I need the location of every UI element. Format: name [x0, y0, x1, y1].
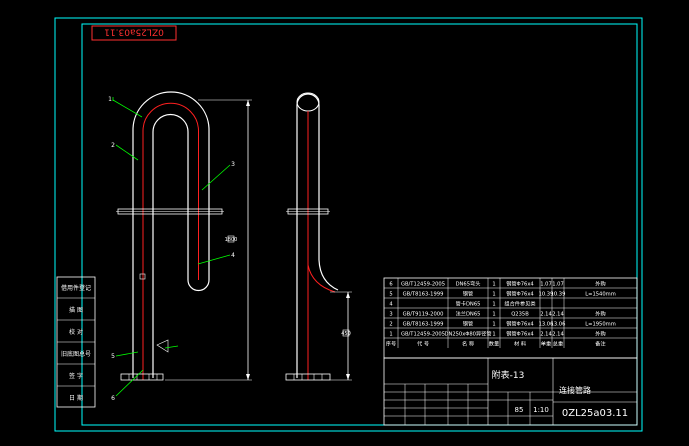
outer-frame [54, 17, 643, 432]
bom-cell: 1 [492, 301, 495, 307]
bom-cell: 1 [389, 331, 392, 337]
bom-header-cell: 序号 [386, 339, 396, 347]
bom-cell: 3 [389, 311, 392, 317]
bom-cell: GB/T12459-2005 [401, 331, 445, 337]
bom-cell: Q235B [511, 311, 529, 317]
bom-header-cell: 单重 [541, 339, 551, 347]
bom-cell: 钢管Φ76x4 [506, 289, 534, 297]
bom-cell: 1 [492, 281, 495, 287]
bom-cell: 2.14 [552, 331, 564, 337]
bom-cell: 外购 [595, 329, 605, 337]
side-label: 日 期 [69, 394, 83, 402]
side-stamp-column: 借用件登记 描 图 校 对 旧底图总号 签 字 日 期 [56, 276, 96, 408]
bom-header-cell: 名 称 [462, 339, 474, 347]
inner-frame [81, 23, 638, 426]
bom-cell: GB/T12459-2005 [401, 281, 445, 287]
side-label: 描 图 [69, 306, 83, 314]
bom-cell: 钢管Φ76x4 [506, 319, 534, 327]
bom-cell: 钢管Φ76x4 [506, 329, 534, 337]
front-view-dimension: 1800 [165, 99, 252, 381]
callout-label: 6 [111, 395, 115, 402]
side-label: 校 对 [69, 328, 83, 336]
side-view-pipe [285, 92, 339, 381]
bom-header-cell: 备注 [595, 339, 605, 347]
bom-cell: 4 [389, 301, 393, 307]
bom-cell: 10.39 [551, 291, 566, 297]
side-label: 借用件登记 [61, 284, 91, 292]
callout-label: 4 [231, 252, 235, 259]
callout-label: 3 [231, 161, 235, 168]
weight-value: 85 [515, 406, 524, 414]
title-block: 附表-13 连接管路 0ZL25a03.11 85 1:10 [383, 357, 638, 426]
drawing-name: 连接管路 [559, 385, 591, 395]
bom-cell: 1 [492, 291, 495, 297]
bom-cell: 钢管 [463, 319, 473, 327]
callout-label: 1 [108, 96, 112, 103]
bom-cell: 1 [492, 321, 495, 327]
bom-cell: DN65弯头 [456, 279, 481, 287]
title-number-text: 0ZL25a03.11 [104, 27, 164, 37]
bom-cell: 外购 [595, 309, 605, 317]
front-view-pipe [116, 91, 224, 381]
callout-label: 5 [111, 353, 115, 360]
callout-label: 2 [111, 142, 115, 149]
bom-cell: 钢管 [463, 289, 473, 297]
bom-cell: 1.07 [540, 281, 552, 287]
part-label: 附表-13 [492, 369, 525, 381]
bom-cell: 1 [492, 331, 495, 337]
bom-cell: 管卡DN65 [456, 299, 481, 307]
bom-cell: 组合件参见类 [504, 299, 535, 307]
title-number-box: 0ZL25a03.11 [91, 25, 177, 41]
bom-cell: 2.14 [540, 311, 552, 317]
side-view-dimension: 450 [330, 291, 352, 381]
drawing-number: 0ZL25a03.11 [562, 408, 628, 419]
bom-cell: 5 [389, 291, 392, 297]
front-view-callouts: 1 2 3 4 5 6 [108, 96, 235, 402]
scale-value: 1:10 [533, 406, 549, 414]
dimension-side-height: 450 [341, 331, 351, 337]
bom-cell: 外购 [595, 279, 605, 287]
bom-cell: 1 [492, 311, 495, 317]
bom-cell: L=1540mm [585, 291, 616, 297]
side-label: 旧底图总号 [61, 350, 91, 358]
bom-cell: GB/T9119-2000 [403, 311, 444, 317]
bom-cell: GB/T8163-1999 [403, 321, 444, 327]
dimension-main-height: 1800 [225, 237, 238, 243]
bom-cell: L=1950mm [585, 321, 616, 327]
bom-cell: 1.07 [552, 281, 564, 287]
bom-header-cell: 总重 [553, 339, 563, 347]
bom-header-cell: 代 号 [417, 339, 429, 347]
bom-cell: GB/T8163-1999 [403, 291, 444, 297]
bom-cell: 13.06 [551, 321, 566, 327]
bom-cell: 钢管Φ76x4 [506, 279, 534, 287]
bom-cell: DN250xΦ80异径管 [444, 329, 491, 337]
bom-cell: 2.14 [540, 331, 552, 337]
bom-cell: 10.39 [539, 291, 554, 297]
side-label: 签 字 [69, 372, 83, 380]
bom-cell: 13.06 [539, 321, 554, 327]
bom-cell: 2.14 [552, 311, 564, 317]
bom-cell: 2 [389, 321, 392, 327]
bom-header-cell: 数量 [489, 339, 499, 347]
bom-cell: 6 [389, 281, 392, 287]
bom-header-cell: 材 料 [514, 339, 526, 347]
bom-cell: 法兰DN65 [456, 309, 481, 317]
